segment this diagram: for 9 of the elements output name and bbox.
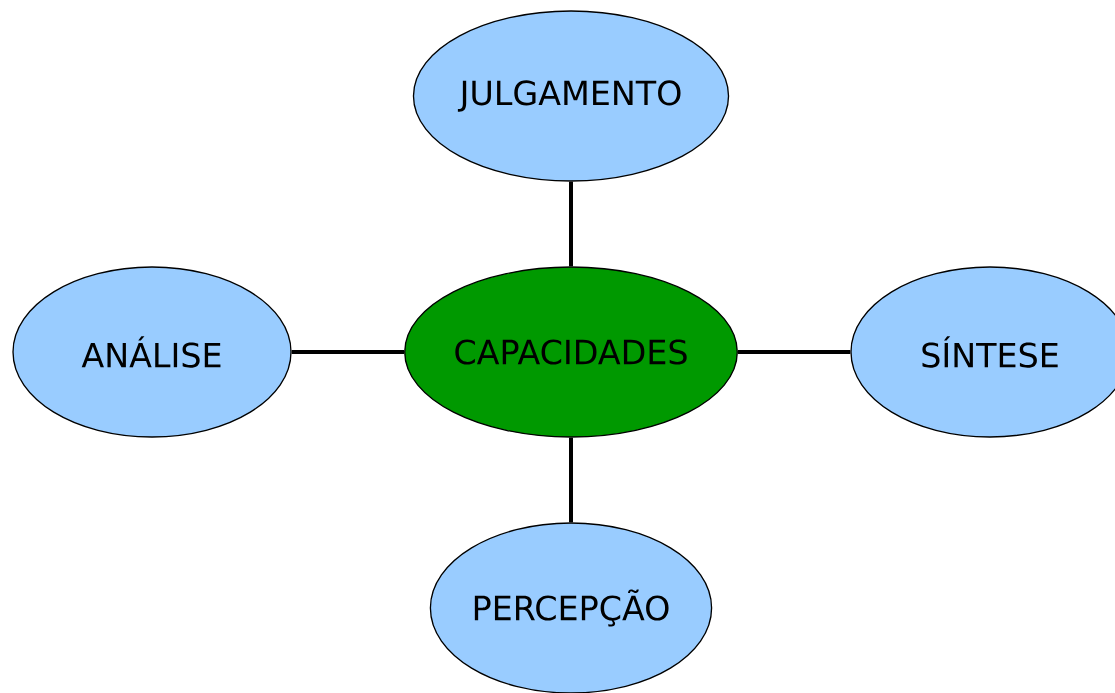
ellipse-node: SÍNTESE (850, 266, 1115, 438)
connector-line (737, 350, 851, 354)
ellipse-node: PERCEPÇÃO (429, 522, 713, 693)
ellipse-node: CAPACIDADES (404, 266, 738, 438)
connector-line (569, 181, 573, 267)
connector-line (569, 437, 573, 523)
ellipse-node: ANÁLISE (12, 266, 292, 438)
ellipse-node: JULGAMENTO (412, 10, 730, 182)
connector-line (291, 350, 405, 354)
